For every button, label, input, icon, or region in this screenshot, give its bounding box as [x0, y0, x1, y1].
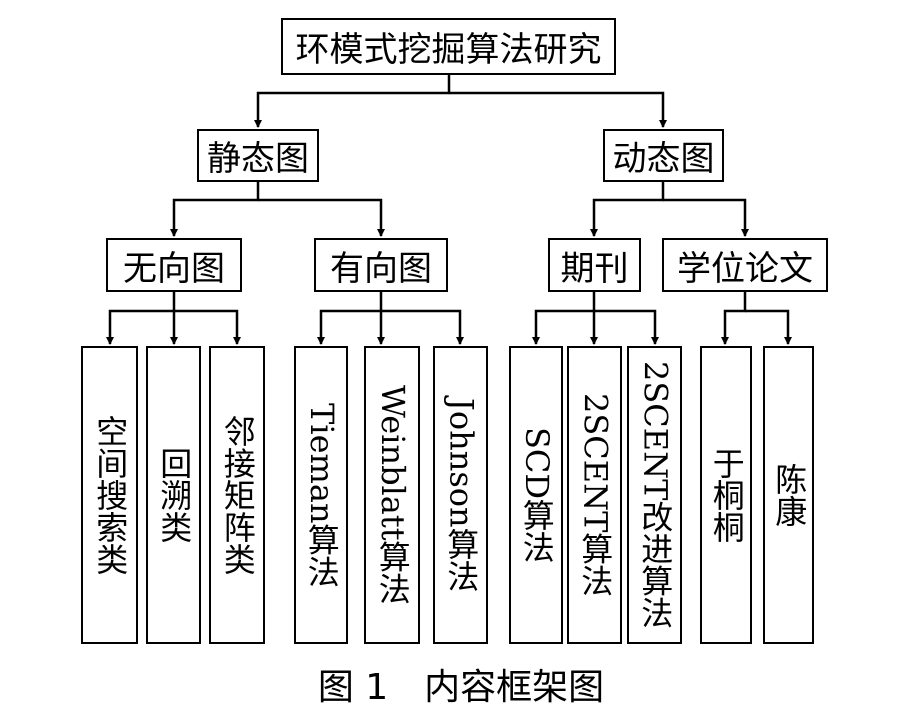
figure-caption: 图 1 内容框架图 — [317, 667, 605, 708]
leaf-scd: SCD算法 — [509, 346, 563, 644]
node-thesis: 学位论文 — [662, 238, 828, 292]
node-undirected-graph: 无向图 — [106, 238, 242, 292]
node-static-graph: 静态图 — [197, 129, 319, 182]
leaf-chen-kang: 陈康 — [763, 346, 814, 644]
leaf-backtracking: 回溯类 — [146, 346, 201, 644]
leaf-yu-tongtong: 于桐桐 — [700, 346, 752, 644]
leaf-2scent-improved: 2SCENT改进算法 — [627, 346, 682, 644]
leaf-weinblatt: Weinblatt算法 — [364, 346, 420, 644]
node-journal: 期刊 — [548, 238, 641, 292]
leaf-tieman: Tieman算法 — [294, 346, 348, 644]
leaf-adjacency-matrix: 邻接矩阵类 — [209, 346, 265, 644]
node-dynamic-graph: 动态图 — [603, 129, 724, 182]
leaf-johnson: Johnson算法 — [433, 346, 488, 644]
leaf-spatial-search: 空间搜索类 — [81, 346, 138, 644]
root-node: 环模式挖掘算法研究 — [281, 18, 616, 75]
leaf-2scent: 2SCENT算法 — [567, 346, 622, 644]
node-directed-graph: 有向图 — [314, 238, 448, 292]
